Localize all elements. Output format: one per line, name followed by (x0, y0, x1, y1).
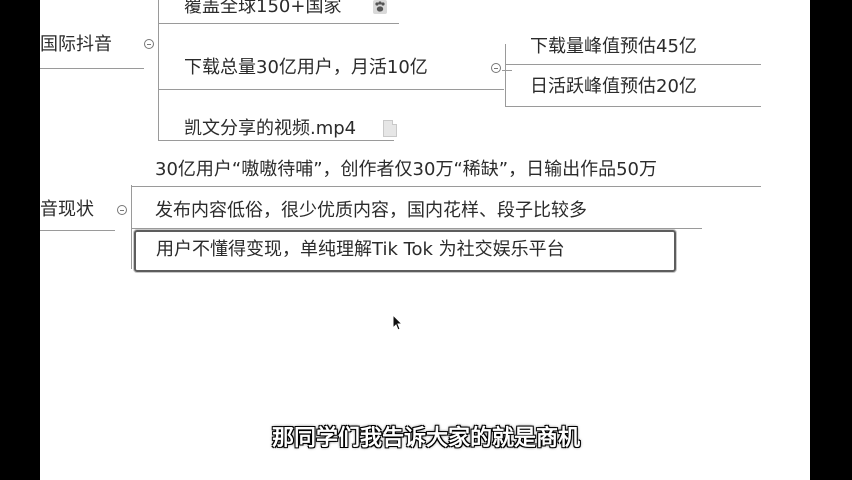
collapse-toggle-icon[interactable] (491, 63, 501, 73)
collapse-toggle-icon[interactable] (117, 205, 127, 215)
collapse-toggle-icon[interactable] (144, 39, 154, 49)
node-download-peak[interactable]: 下载量峰值预估45亿 (530, 36, 697, 57)
file-icon (383, 120, 397, 137)
mindmap-canvas[interactable]: 国际抖音 覆盖全球150+国家 下载总量30亿用户，月活10亿 下载量峰值预估4… (40, 0, 810, 480)
video-subtitle: 那同学们我告诉大家的就是商机 (271, 426, 580, 451)
selected-node-frame[interactable] (134, 230, 676, 272)
node-dau-peak[interactable]: 日活跃峰值预估20亿 (530, 76, 697, 97)
node-current-status[interactable]: 音现状 (40, 199, 94, 220)
node-status-monetize[interactable]: 用户不懂得变现，单纯理解Tik Tok 为社交娱乐平台 (156, 239, 565, 260)
node-intl-douyin[interactable]: 国际抖音 (40, 34, 112, 55)
node-attachment[interactable]: 凯文分享的视频.mp4 (184, 118, 357, 139)
paw-icon (373, 0, 387, 14)
mouse-cursor-icon (392, 314, 404, 331)
node-downloads[interactable]: 下载总量30亿用户，月活10亿 (184, 57, 428, 78)
node-status-content[interactable]: 发布内容低俗，很少优质内容，国内花样、段子比较多 (155, 200, 587, 221)
node-status-users[interactable]: 30亿用户“嗷嗷待哺”，创作者仅30万“稀缺”，日输出作品50万 (155, 159, 658, 180)
node-coverage[interactable]: 覆盖全球150+国家 (184, 0, 342, 17)
